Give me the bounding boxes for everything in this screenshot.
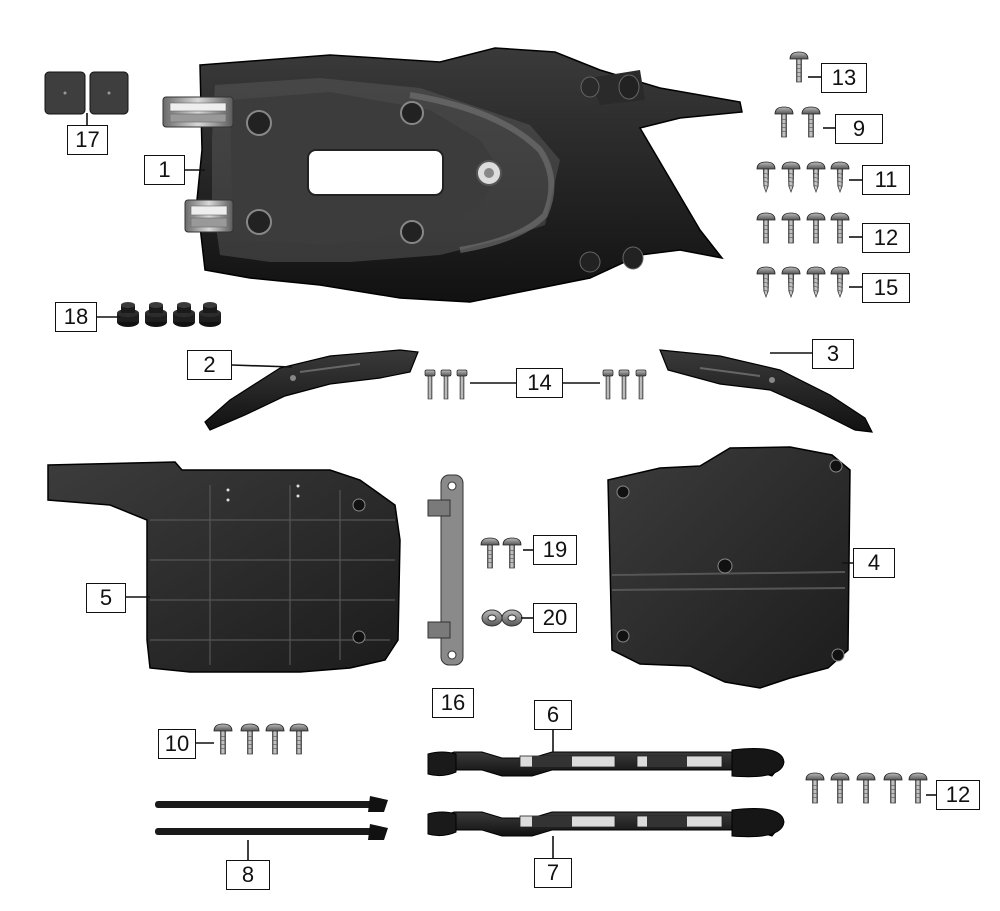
part-label-17: 17 [67, 125, 108, 155]
bolt-13-part [789, 51, 809, 83]
part-label-9: 9 [835, 114, 883, 144]
part-label-2: 2 [187, 350, 232, 380]
part-label-5: 5 [86, 583, 126, 613]
pads-part [44, 71, 129, 115]
part-label-3: 3 [812, 339, 854, 369]
skid-plate-part [47, 461, 401, 673]
part-label-13: 13 [821, 63, 867, 93]
side-bracket-left-part [204, 349, 419, 431]
part-label-4: 4 [853, 548, 895, 578]
screws-11-part [756, 161, 850, 193]
part-label-6: 6 [534, 700, 572, 730]
part-label-19: 19 [533, 535, 577, 565]
bolts-12-top-part [756, 212, 850, 244]
cable-ties-part [155, 796, 388, 840]
part-label-1: 1 [144, 155, 185, 185]
rail-lower-part [427, 808, 785, 838]
seat-pan-part [162, 47, 743, 303]
leader-lines [86, 76, 936, 860]
bolts-10-part [213, 723, 309, 755]
bolts-19-part [480, 537, 522, 569]
part-label-12-bottom: 12 [936, 780, 980, 810]
part-label-8: 8 [226, 860, 270, 890]
part-label-14: 14 [516, 368, 563, 398]
part-label-16: 16 [432, 688, 474, 718]
strap-bracket-part [427, 474, 464, 666]
cover-plate-part [607, 446, 851, 689]
part-label-10: 10 [158, 729, 196, 759]
part-label-18: 18 [55, 302, 97, 332]
nuts-20-part [481, 609, 523, 627]
bolts-12-bottom-part [805, 772, 928, 804]
rail-upper-part [427, 748, 785, 778]
part-label-15: 15 [862, 273, 910, 303]
side-bracket-right-part [659, 349, 874, 433]
part-label-7: 7 [534, 858, 572, 888]
part-label-20: 20 [533, 603, 577, 633]
part-label-12-top: 12 [862, 223, 910, 253]
bolts-9-part [774, 106, 821, 138]
part-label-11: 11 [862, 165, 910, 195]
grommets-part [117, 302, 221, 327]
screws-15-part [756, 266, 850, 298]
